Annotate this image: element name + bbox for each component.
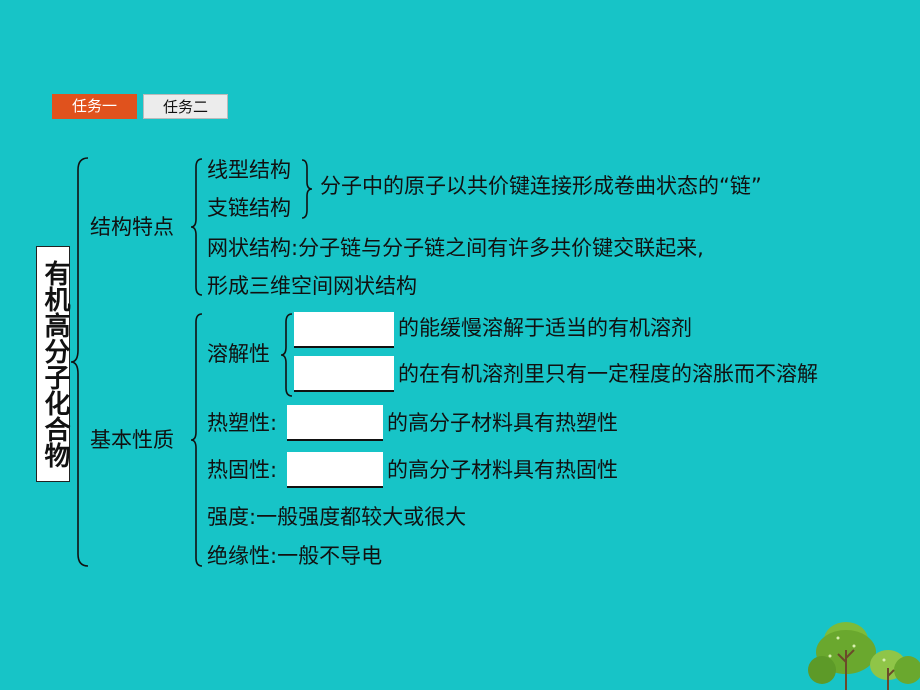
thermoset-description: 的高分子材料具有热固性 (387, 458, 618, 482)
thermoplastic-description: 的高分子材料具有热塑性 (387, 411, 618, 435)
structure-brace (190, 158, 203, 296)
insulation-property: 绝缘性:一般不导电 (207, 544, 383, 568)
network-structure-line2: 形成三维空间网状结构 (207, 274, 417, 298)
linear-structure: 线型结构 (207, 158, 291, 182)
strength-property: 强度:一般强度都较大或很大 (207, 505, 467, 529)
solubility-blank-2[interactable] (294, 356, 394, 392)
thermoset-label: 热固性: (207, 458, 278, 482)
network-structure-line1: 网状结构:分子链与分子链之间有许多共价键交联起来, (207, 236, 704, 260)
linear-right-brace (301, 159, 313, 219)
properties-label: 基本性质 (90, 428, 174, 452)
trees-decoration (808, 622, 920, 690)
solubility-label: 溶解性 (207, 342, 270, 366)
solubility-brace (280, 313, 293, 397)
properties-brace (190, 313, 203, 567)
tab-task-one[interactable]: 任务一 (52, 94, 137, 119)
thermoset-blank[interactable] (287, 452, 383, 488)
solubility-blank-1[interactable] (294, 312, 394, 348)
structure-label: 结构特点 (90, 215, 174, 239)
solubility-line1: 的能缓慢溶解于适当的有机溶剂 (398, 316, 692, 340)
root-brace (70, 157, 89, 567)
tab-task-two[interactable]: 任务二 (143, 94, 228, 119)
linear-description: 分子中的原子以共价键连接形成卷曲状态的“链” (320, 174, 762, 198)
thermoplastic-label: 热塑性: (207, 411, 278, 435)
solubility-line2: 的在有机溶剂里只有一定程度的溶胀而不溶解 (398, 362, 818, 386)
branched-structure: 支链结构 (207, 196, 291, 220)
thermoplastic-blank[interactable] (287, 405, 383, 441)
root-title: 有机高分子化合物 (36, 246, 70, 482)
